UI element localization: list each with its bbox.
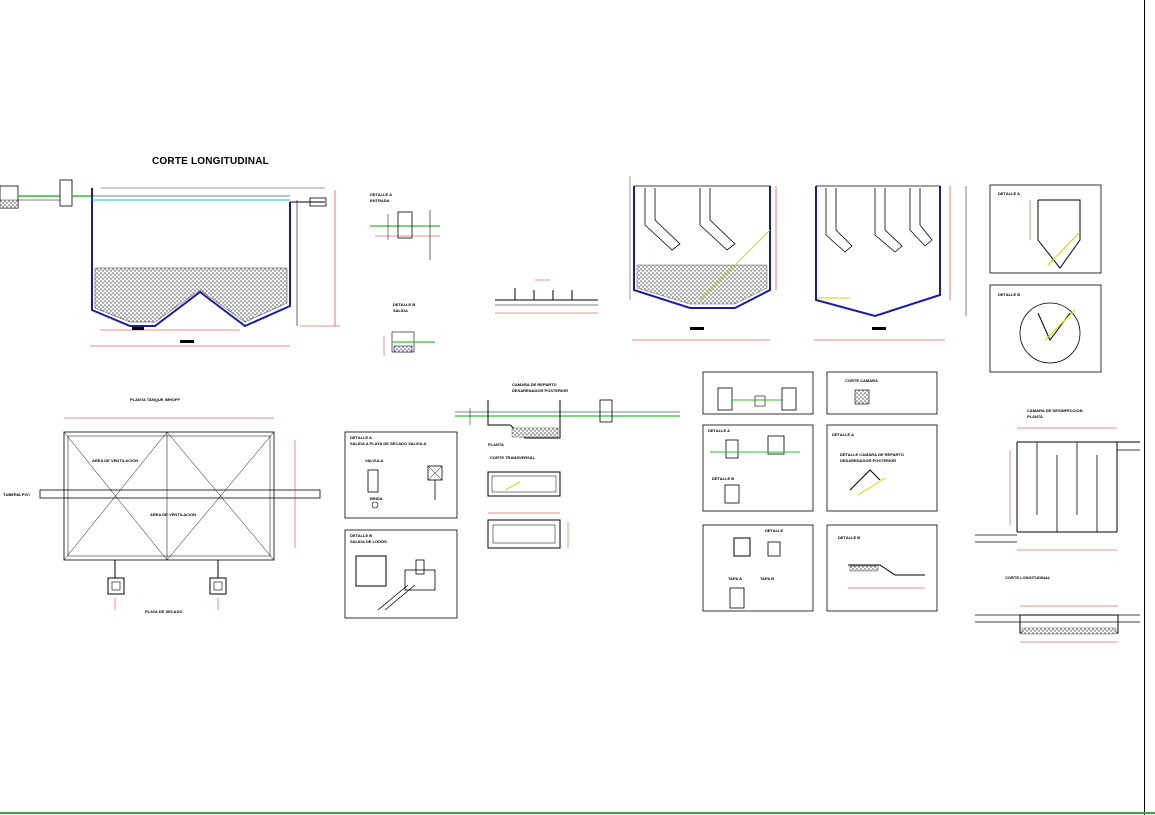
- corte-transversal-plans: [487, 471, 569, 549]
- detail-box-5: [702, 524, 814, 612]
- corte-longitudinal: [0, 179, 340, 347]
- tank-section-1: [629, 176, 777, 341]
- detalle-b-box-top: [989, 284, 1102, 373]
- camara-desinfeccion: [975, 427, 1140, 551]
- corte-longitudinal-small: [975, 605, 1140, 643]
- detalle-a-entrada: [370, 210, 440, 260]
- detail-box-3: [702, 424, 814, 512]
- detail-box-2: [826, 371, 938, 415]
- tank-section-2: [814, 185, 967, 341]
- detail-box-4: [826, 424, 938, 512]
- detalle-a-box-top: [989, 184, 1102, 274]
- elevation-small: [495, 279, 598, 314]
- detalle-b-salida: [383, 331, 435, 356]
- detalle-lodos-box: [344, 529, 458, 619]
- detail-box-1: [702, 371, 814, 415]
- camara-reparto: [455, 399, 680, 439]
- detalle-valvula-box: [344, 431, 458, 519]
- planta-tanque: [39, 417, 321, 610]
- detail-box-6: [826, 524, 938, 612]
